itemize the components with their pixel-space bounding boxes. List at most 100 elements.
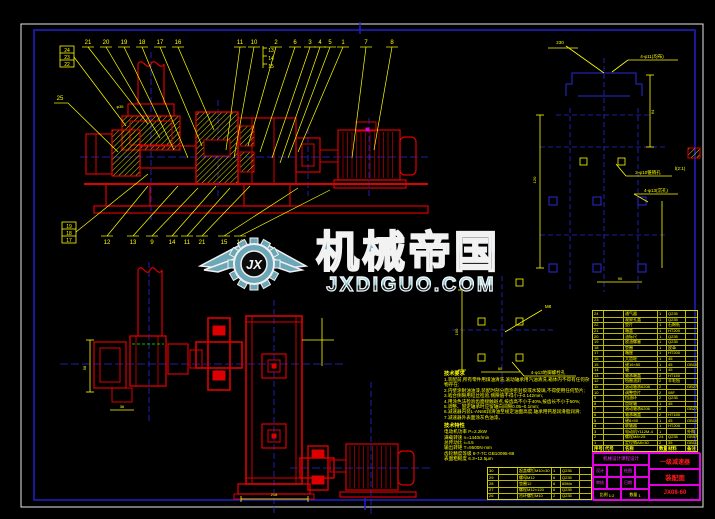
note-line: 1.装配前,所有零件用煤油清洗,滚动轴承用汽油清洗,箱体内不得有任何杂物存在; (444, 377, 590, 388)
table-cell (603, 311, 623, 317)
callout-label: 11 (184, 240, 191, 246)
table-cell: 2 (551, 493, 560, 499)
notes-title: 技术要求 (444, 371, 465, 377)
callout-label: 19 (121, 40, 128, 46)
callout-label: 21 (199, 240, 206, 246)
spec-line: 满载转速 n=1440r/min (444, 434, 490, 440)
cad-rect (207, 317, 231, 391)
table-cell (603, 429, 623, 435)
table-cell: HT200 (666, 423, 685, 429)
table-cell (685, 323, 697, 328)
table-cell (666, 407, 685, 412)
cad-rect (212, 370, 226, 381)
callout-label: 13 (130, 240, 137, 246)
table-cell (498, 475, 517, 481)
table-cell: 4 (594, 423, 597, 429)
table-cell: 20 (594, 334, 599, 339)
title-block-value (607, 465, 621, 477)
leader-line (247, 46, 277, 147)
table-cell (603, 401, 623, 407)
outer-border (20, 23, 704, 508)
callout-label: 15 (221, 240, 228, 246)
cad-rect (267, 359, 281, 373)
cad-rect (111, 387, 133, 403)
table-cell: Q235 (560, 487, 579, 493)
callout-label: 10 (251, 40, 258, 46)
table-cell: 1 (657, 323, 666, 328)
table-header-cell: 序号 (594, 446, 603, 452)
table-cell (603, 373, 623, 379)
cad-rect (301, 143, 315, 167)
table-cell (685, 356, 697, 362)
title-block-label: 设计 (593, 465, 607, 477)
table-row: 5键8×50145GB1096 (593, 417, 697, 423)
cad-rect (397, 450, 415, 486)
table-cell: 12 (594, 379, 599, 384)
table-cell: 45 (666, 356, 685, 362)
table-cell: 轴承端盖 (623, 373, 657, 379)
leader-line (271, 46, 311, 159)
table-cell: 1 (657, 345, 666, 351)
table-cell: 起盖螺钉M10×30 (517, 468, 550, 475)
table-cell: 7 (594, 407, 597, 412)
leader-line (75, 173, 149, 233)
table-cell (685, 328, 697, 334)
cad-rect (311, 449, 325, 459)
dimension-label: φ35 (116, 104, 124, 109)
table-cell (603, 339, 623, 345)
table-cell: 1 (594, 440, 597, 445)
cad-line (511, 361, 525, 377)
cad-rect (339, 491, 417, 498)
table-cell: 6 (551, 475, 560, 481)
callout-label: 16 (237, 240, 244, 246)
cad-rect (239, 125, 255, 147)
table-cell: GB1096 (685, 362, 697, 367)
dimension-label: 80 (498, 366, 503, 371)
table-cell: 螺母M12 (517, 475, 551, 481)
table-cell: 2 (657, 440, 666, 446)
table-cell (603, 395, 623, 401)
spec-line: 表面粗糙度 6.3~12.5μm (444, 456, 493, 462)
callout-label: 5 (328, 40, 332, 46)
title-block-value (635, 465, 649, 477)
table-cell: 通气器 (623, 311, 657, 317)
table-cell: 28 (489, 481, 494, 486)
callout-label: 16 (175, 40, 182, 46)
cad-rect (167, 343, 189, 375)
drawing-number: JX08-60 (649, 485, 701, 501)
cad-rect (267, 429, 281, 443)
callout-label: 20 (103, 40, 110, 46)
table-cell: GB276 (685, 407, 697, 412)
table-cell: 1 (657, 356, 666, 362)
table-cell: 17 (594, 351, 599, 356)
note-line: 2.内壁涂耐油油漆,装配时剖分面涂密封胶或水玻璃,不得使用任何垫片; (444, 387, 585, 393)
callout-label: 14 (268, 56, 274, 62)
table-cell: HT200 (666, 328, 685, 334)
leader-line (87, 46, 149, 125)
table-cell: 9 (594, 395, 597, 401)
qty-value: 1 (638, 492, 641, 498)
table-cell (666, 429, 685, 435)
table-cell (685, 351, 697, 356)
table-cell: Q235 (666, 317, 685, 323)
bolt-hole (637, 263, 647, 273)
table-cell: 6 (551, 481, 560, 487)
spec-line: 总传动比 i=4.5 (444, 440, 474, 446)
table-cell: 45 (666, 367, 685, 373)
table-cell (579, 475, 591, 481)
dimension-label: 2-φ10锥销孔 (635, 169, 661, 176)
table-cell: 35 (666, 440, 685, 446)
table-cell: 1 (657, 367, 666, 373)
table-cell: 2 (657, 390, 666, 395)
dimension-label: 120 (532, 176, 537, 183)
table-cell (498, 493, 517, 499)
